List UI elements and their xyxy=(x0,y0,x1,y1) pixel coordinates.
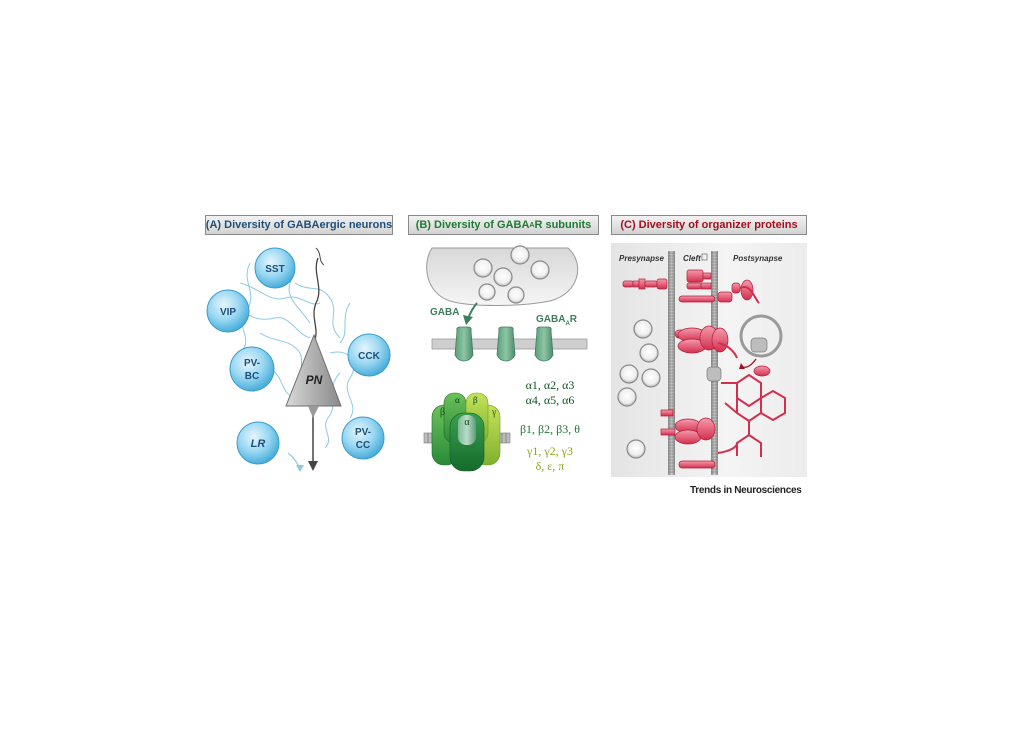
neuron-vip: VIP xyxy=(206,289,250,333)
sst-label: SST xyxy=(265,264,284,275)
vip-label: VIP xyxy=(220,307,236,318)
cleft-label: Cleft xyxy=(683,254,701,263)
journal-credit: Trends in Neurosciences xyxy=(690,485,802,496)
vesicles xyxy=(473,245,550,304)
organizer-chains xyxy=(717,286,786,457)
neuron-sst: SST xyxy=(254,247,296,289)
receptor-3 xyxy=(534,326,554,362)
panel-a-neurons: PN SST VIP PV- BC CCK LR PV- CC xyxy=(200,243,400,483)
panel-c-organizers: Presynapse Cleft Postsynapse xyxy=(611,243,807,477)
alpha-list-1: α1, α2, α3 xyxy=(526,378,575,392)
panel-a-title: (A) Diversity of GABAergic neurons xyxy=(205,215,393,235)
neuron-cck: CCK xyxy=(347,333,391,377)
presynaptic-membrane xyxy=(668,251,675,475)
pv-cc-label-1: PV- xyxy=(355,427,371,438)
subunit-alpha-top: α xyxy=(455,395,460,405)
gamma-list-1: γ1, γ2, γ3 xyxy=(526,444,573,458)
panel-c-title: (C) Diversity of organizer proteins xyxy=(611,215,807,235)
panel-b-receptors: GABA GABAAR β α β α γ α1, α2, α3 α4, α5,… xyxy=(410,243,600,483)
receptor-2 xyxy=(496,326,516,362)
presynapse-label: Presynapse xyxy=(619,254,664,263)
organizer-proteins xyxy=(622,269,771,469)
subunit-beta-top: β xyxy=(473,395,478,405)
pn-label: PN xyxy=(306,373,323,387)
panel-b-title-pre: (B) Diversity of GABA xyxy=(415,219,530,231)
internalization-arrow xyxy=(742,358,757,368)
receptor-1 xyxy=(454,326,474,362)
pn-soma xyxy=(285,333,342,407)
pv-bc-label-2: BC xyxy=(245,371,259,382)
alpha-list-2: α4, α5, α6 xyxy=(526,393,575,407)
endocytic-vesicle xyxy=(739,314,783,358)
panel-b-title-sub: A xyxy=(529,221,535,229)
postsynapse-label: Postsynapse xyxy=(733,254,783,263)
neuron-pv-bc: PV- BC xyxy=(229,346,275,392)
postsynaptic-membrane-c xyxy=(711,251,718,475)
subunit-alpha-center: α xyxy=(464,417,470,428)
pv-cc-label-2: CC xyxy=(356,440,370,451)
gamma-list-2: δ, ε, π xyxy=(536,459,565,473)
beta-list: β1, β2, β3, θ xyxy=(520,422,580,436)
gabaar-pentamer: β α β α γ xyxy=(423,392,511,472)
presynaptic-vesicles xyxy=(617,319,661,459)
subunit-beta-left: β xyxy=(440,407,445,418)
gaba-label: GABA xyxy=(430,307,459,318)
subunit-gamma: γ xyxy=(491,407,497,418)
pv-bc-label-1: PV- xyxy=(244,358,260,369)
neuron-lr: LR xyxy=(236,421,280,465)
neuron-pv-cc: PV- CC xyxy=(341,416,385,460)
lr-label: LR xyxy=(251,438,266,450)
pn-apical-dendrite xyxy=(313,257,320,344)
panel-b-title-post: R subunits xyxy=(534,219,592,231)
postsynaptic-receptors xyxy=(706,337,768,382)
cck-label: CCK xyxy=(358,351,380,362)
gabaar-label: GABAAR xyxy=(536,314,578,327)
